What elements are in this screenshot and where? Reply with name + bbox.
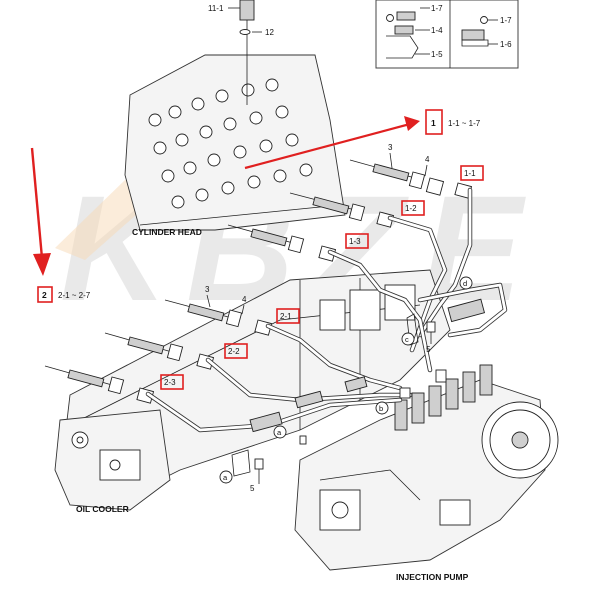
oil-cooler	[54, 409, 171, 511]
part-number-12: 12	[265, 28, 274, 37]
callout-box-1-2	[401, 200, 425, 216]
injector-2-2	[104, 332, 215, 370]
label-injection-pump: INJECTION PUMP	[396, 572, 469, 582]
part-number-4-mid: 4	[242, 295, 247, 304]
letter-d: d	[463, 279, 467, 288]
label-cylinder-head: CYLINDER HEAD	[132, 227, 202, 237]
callout-box-1-1	[460, 165, 484, 181]
cylinder-head-holes	[148, 78, 313, 209]
callout-box-top-range	[425, 109, 443, 135]
injector-2-3	[44, 365, 155, 404]
inset-label-1-7a: 1-7	[431, 4, 443, 13]
red-arrow-top-head	[404, 116, 420, 131]
inset-label-1-6: 1-6	[500, 40, 512, 49]
injector-row-top	[227, 159, 473, 262]
letter-b: b	[379, 404, 383, 413]
red-arrow-top	[244, 122, 411, 170]
callout-2-3: 2-3	[164, 378, 176, 387]
callout-box-1-3	[345, 233, 369, 249]
pipe-clamps	[231, 298, 486, 484]
inset-label-1-5: 1-5	[431, 50, 443, 59]
inset-label-1-7b: 1-7	[500, 16, 512, 25]
callout-box-left-range	[37, 286, 53, 303]
part-number-4-top: 4	[425, 155, 430, 164]
inset-label-1-4: 1-4	[431, 26, 443, 35]
part-number-5-right: 5	[426, 345, 431, 354]
callout-2-1: 2-1	[280, 312, 292, 321]
callout-left-range-ref: 2	[42, 290, 47, 300]
cylinder-head	[124, 54, 346, 231]
part-11-1	[228, 0, 262, 105]
part-number-3-top: 3	[388, 143, 393, 152]
injector-1-1	[349, 159, 473, 199]
red-arrow-left-head	[33, 253, 51, 276]
red-arrow-left	[30, 147, 44, 259]
callout-2-2: 2-2	[228, 347, 240, 356]
injector-row-bottom	[44, 299, 273, 404]
injector-1-2	[289, 192, 395, 228]
callout-box-2-3	[160, 374, 184, 390]
letter-a2: a	[223, 473, 228, 482]
callout-top-range-text: 1-1 ~ 1-7	[448, 119, 481, 128]
inset-box	[375, 0, 519, 69]
pump-elements	[394, 364, 493, 431]
injector-2-1	[164, 299, 273, 336]
callout-left-range-text: 2-1 ~ 2-7	[58, 291, 91, 300]
injection-pump	[294, 364, 559, 571]
part-number-5-left: 5	[250, 484, 255, 493]
part-number-11-1: 11-1	[208, 4, 224, 13]
part-number-3-mid: 3	[205, 285, 210, 294]
callout-box-2-2	[224, 343, 248, 359]
callout-top-range-ref: 1	[431, 118, 436, 128]
callout-1-2: 1-2	[405, 204, 417, 213]
letter-a1: a	[277, 428, 282, 437]
label-oil-cooler: OIL COOLER	[76, 504, 129, 514]
pipe-callouts: 1-1 1-2 1-3 2-1 2-2 2-3	[160, 165, 484, 390]
letter-c: c	[405, 335, 409, 344]
callout-1-1: 1-1	[464, 169, 476, 178]
callout-box-2-1	[276, 308, 300, 324]
letter-markers	[219, 276, 473, 484]
callout-1-3: 1-3	[349, 237, 361, 246]
